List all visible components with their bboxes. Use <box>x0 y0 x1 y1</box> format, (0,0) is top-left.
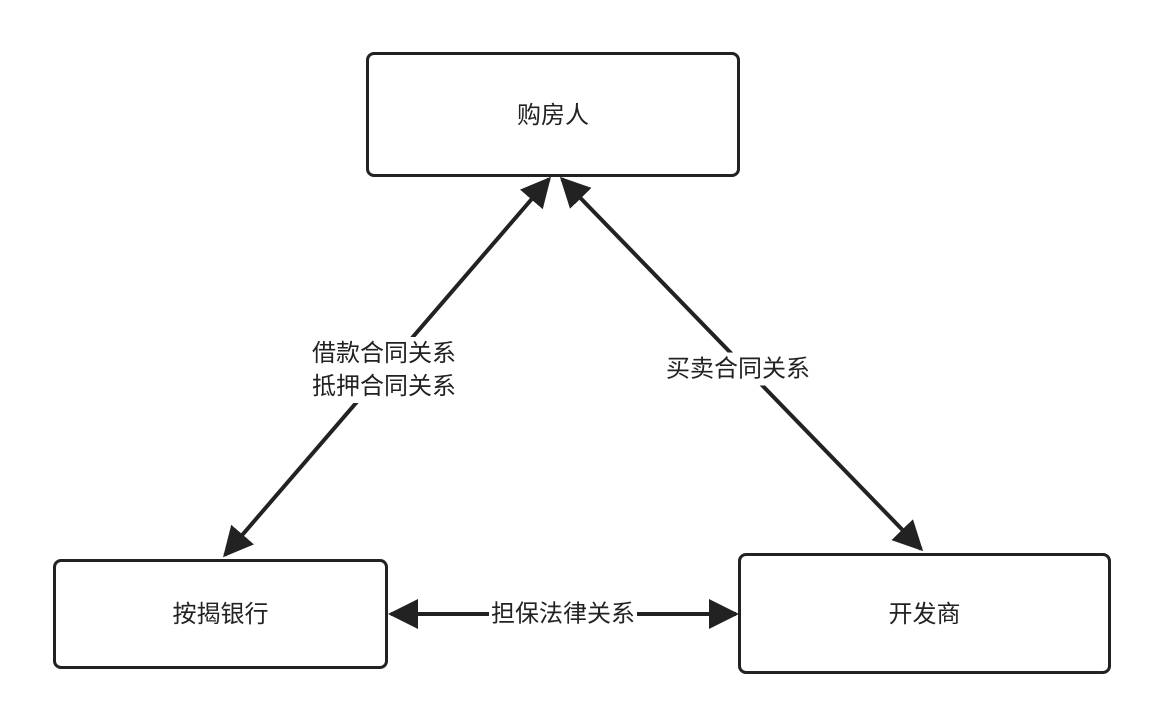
loan-mortgage-label: 借款合同关系 抵押合同关系 <box>310 337 458 403</box>
developer-label: 开发商 <box>888 599 961 628</box>
developer-node: 开发商 <box>738 553 1111 674</box>
sale-relation-text: 买卖合同关系 <box>666 354 810 383</box>
mortgage-relation-text: 抵押合同关系 <box>312 372 456 400</box>
buyer-label: 购房人 <box>517 100 589 129</box>
loan-relation-text: 借款合同关系 <box>312 339 456 367</box>
bank-node: 按揭银行 <box>53 559 388 669</box>
guarantee-label: 担保法律关系 <box>489 597 637 631</box>
buyer-node: 购房人 <box>366 52 740 177</box>
bank-label: 按揭银行 <box>172 600 269 628</box>
sales-contract-label: 买卖合同关系 <box>664 352 812 386</box>
guarantee-relation-text: 担保法律关系 <box>491 599 635 628</box>
